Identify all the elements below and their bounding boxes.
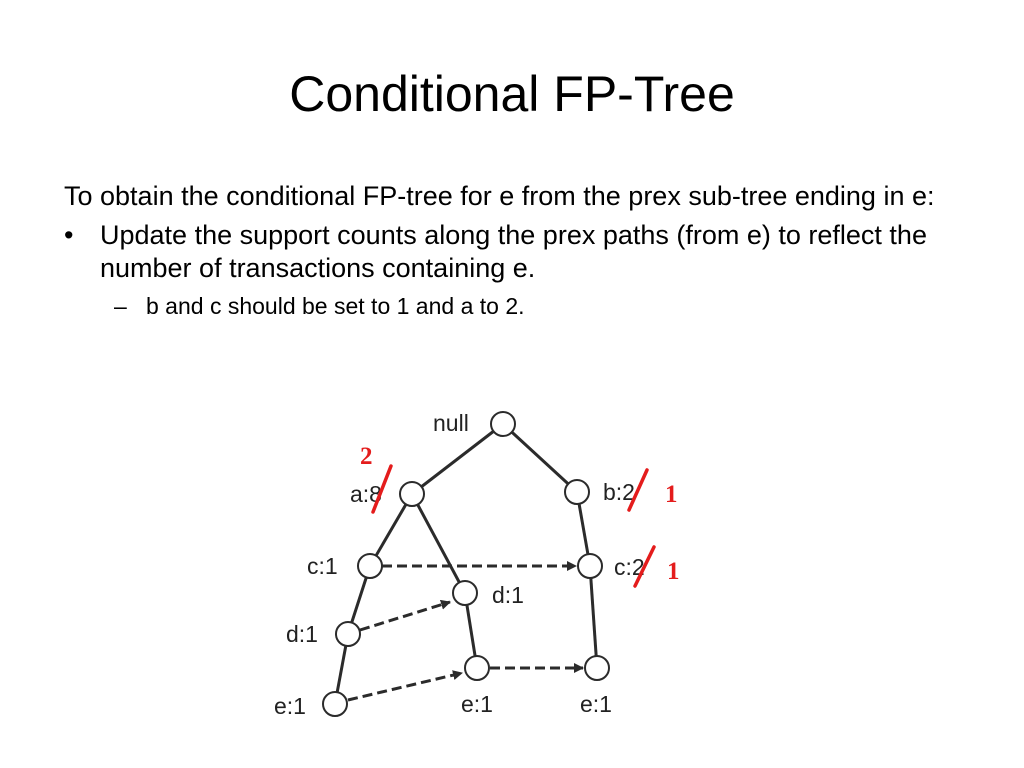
bullet-text: Update the support counts along the prex… <box>100 220 927 283</box>
node-c-right-circle <box>577 553 603 579</box>
slide-title: Conditional FP-Tree <box>289 66 735 122</box>
bullet-item: • Update the support counts along the pr… <box>64 219 964 285</box>
correction-a: 2 <box>360 443 373 470</box>
link-d-arrow <box>359 599 451 632</box>
tree-nodes <box>322 411 610 717</box>
node-e-mid-circle <box>464 655 490 681</box>
correction-c-right: 1 <box>667 558 680 585</box>
correction-b: 1 <box>665 481 678 508</box>
label-b: b:2 <box>603 479 635 505</box>
label-null: null <box>433 410 469 436</box>
label-d-mid: d:1 <box>492 582 524 608</box>
correction-strikes <box>371 464 656 588</box>
node-d-left-circle <box>335 621 361 647</box>
sub-bullet-text: b and c should be set to 1 and a to 2. <box>146 293 525 319</box>
edge-a-c <box>368 493 414 567</box>
strike-c-right <box>633 545 656 588</box>
node-c-left-circle <box>357 553 383 579</box>
sub-bullet-item: – b and c should be set to 1 and a to 2. <box>64 291 964 321</box>
node-d-mid-circle <box>452 580 478 606</box>
label-e-right: e:1 <box>580 691 612 717</box>
node-e-right-circle <box>584 655 610 681</box>
strike-b <box>627 468 649 512</box>
link-e-arrow <box>347 670 463 702</box>
edge-a-d <box>410 493 467 594</box>
node-b-circle <box>564 479 590 505</box>
node-link-pointers <box>347 561 584 702</box>
dash-icon: – <box>114 293 127 319</box>
strike-a <box>371 464 393 514</box>
label-e-mid: e:1 <box>461 691 493 717</box>
edge-null-a <box>411 422 504 496</box>
edge-null-b <box>501 422 579 494</box>
edge-cright-eright <box>588 565 599 669</box>
slide-body: To obtain the conditional FP-tree for e … <box>64 180 964 321</box>
label-e-left: e:1 <box>274 693 306 719</box>
node-null-circle <box>490 411 516 437</box>
label-c-left: c:1 <box>307 553 338 579</box>
bullet-dot-icon: • <box>64 220 74 250</box>
label-d-left: d:1 <box>286 621 318 647</box>
intro-paragraph: To obtain the conditional FP-tree for e … <box>64 181 935 211</box>
node-a-circle <box>399 481 425 507</box>
node-e-left-circle <box>322 691 348 717</box>
